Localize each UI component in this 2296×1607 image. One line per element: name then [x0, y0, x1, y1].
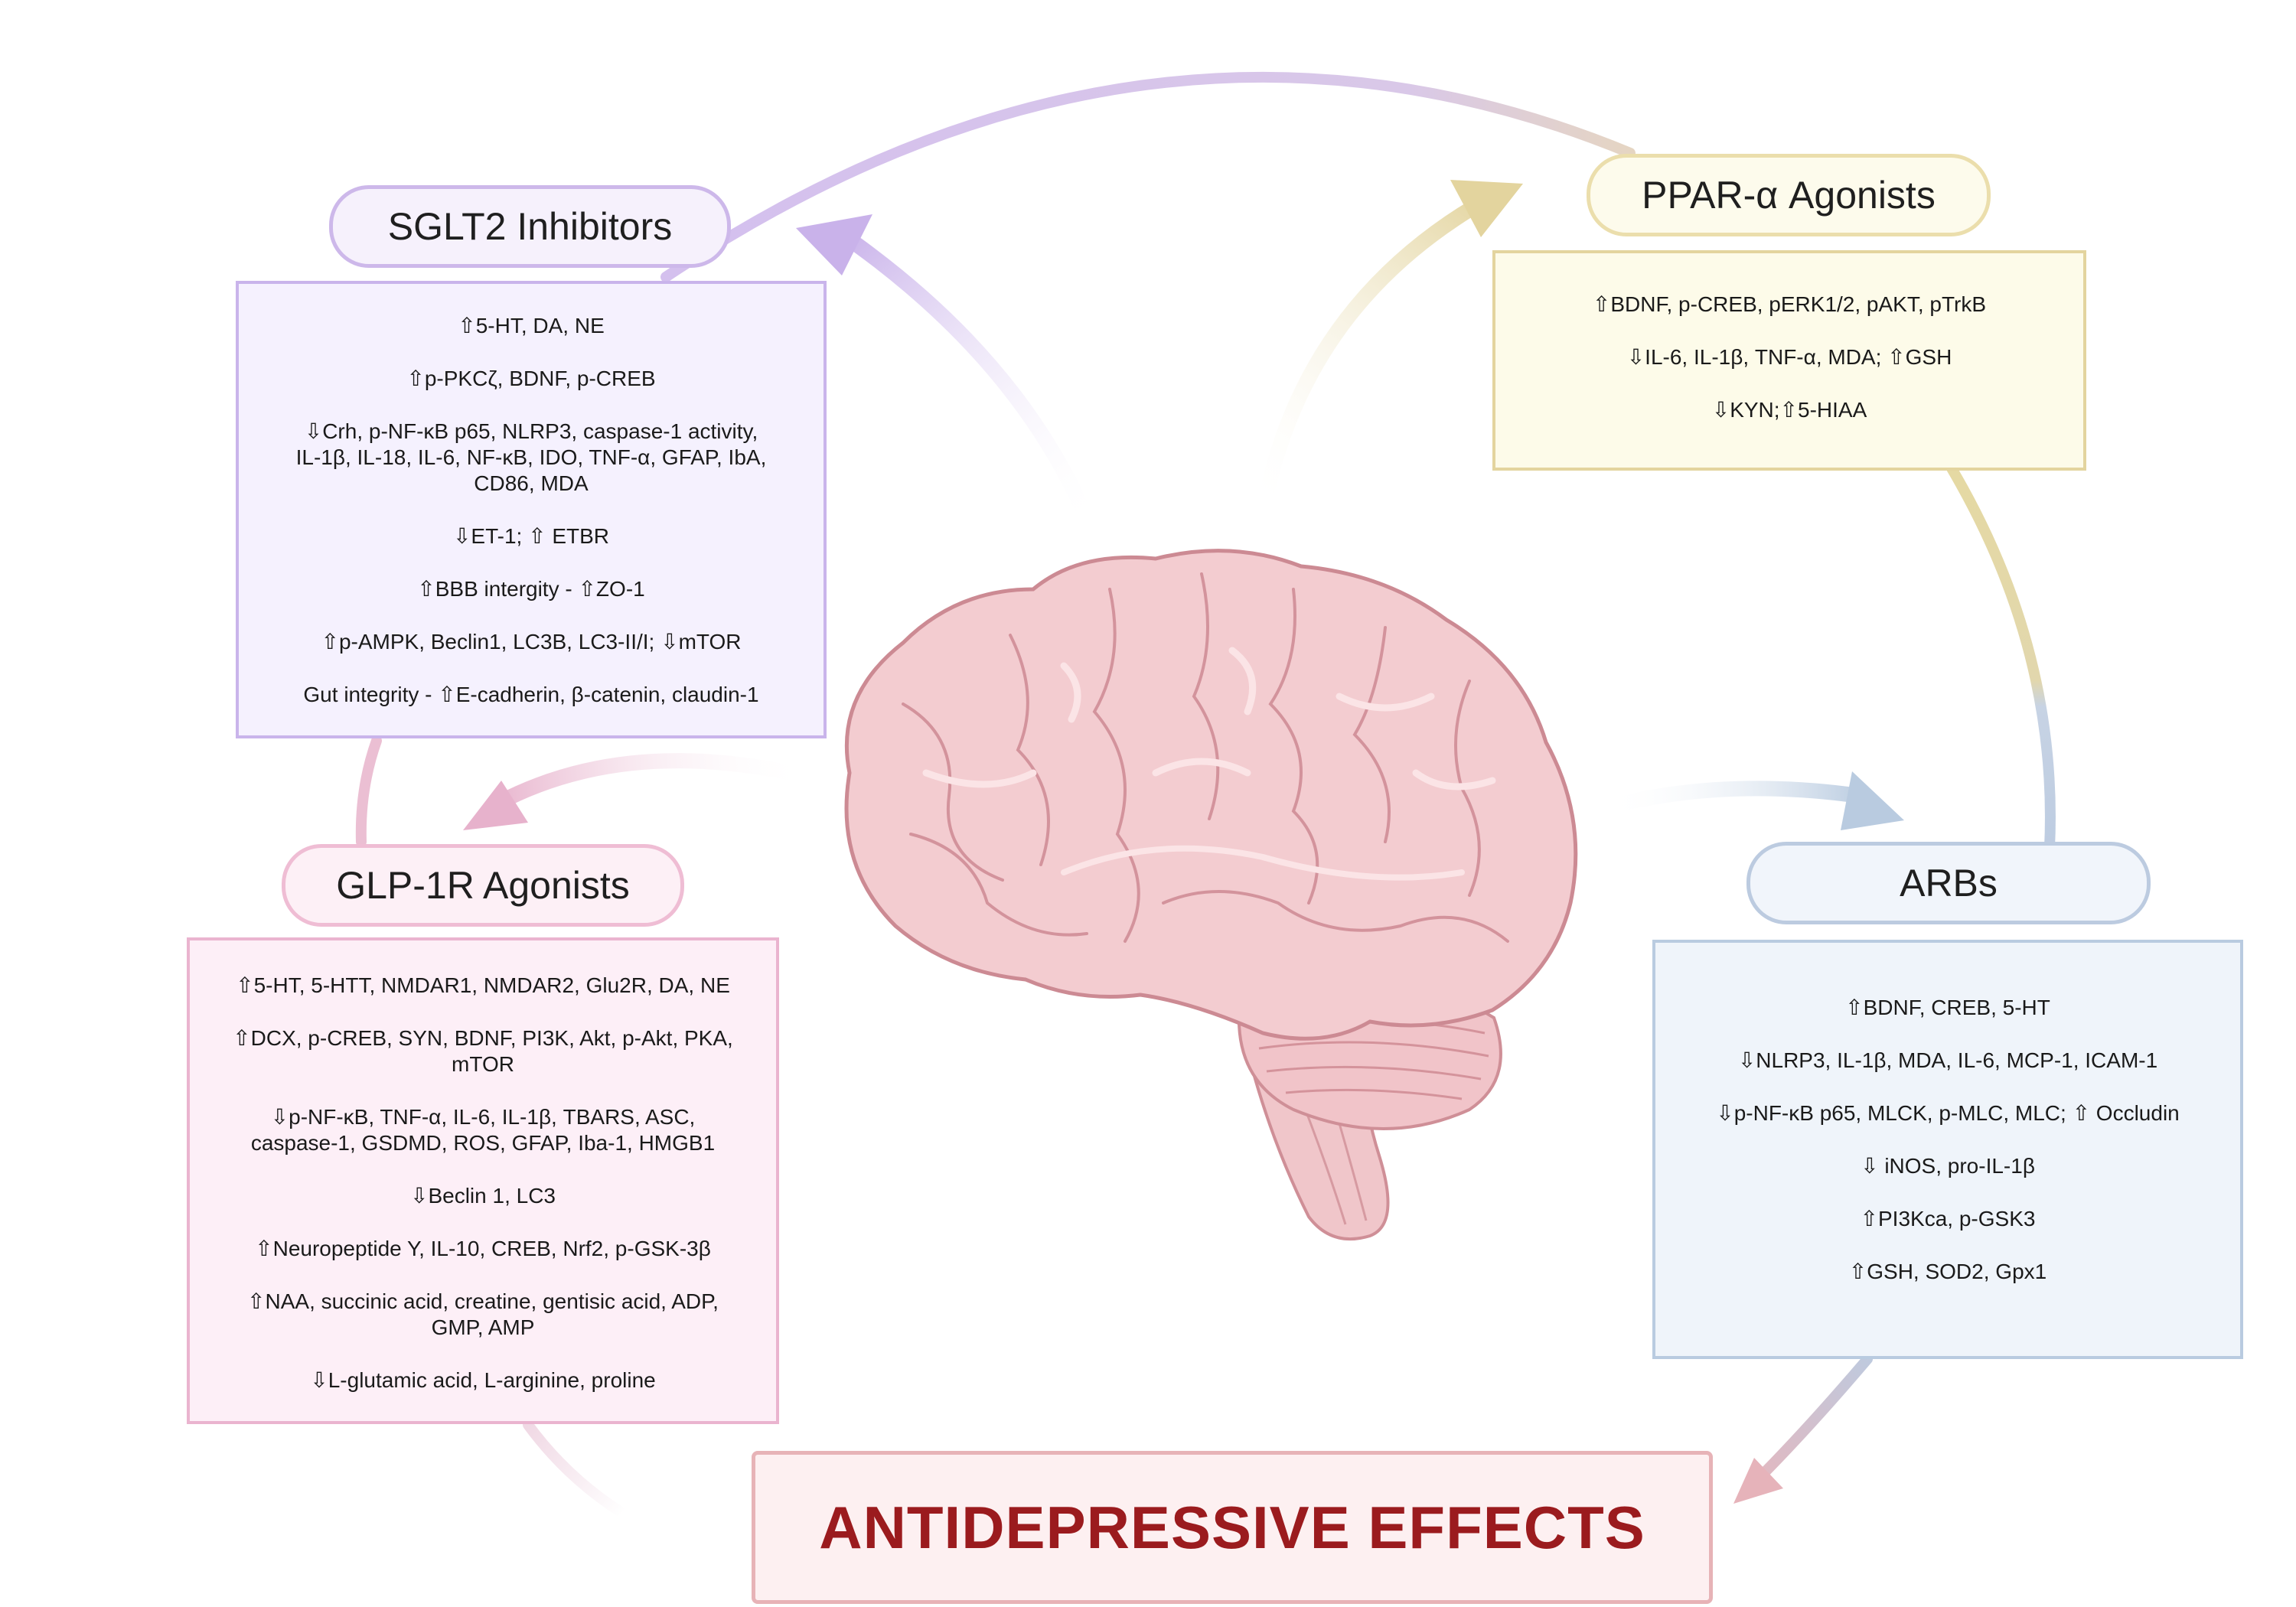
arrowhead-effect	[1733, 1458, 1783, 1504]
ppar-title: PPAR-α Agonists	[1587, 154, 1991, 236]
arbs-title: ARBs	[1746, 842, 2151, 924]
glp1-line: ⇩Beclin 1, LC3	[410, 1184, 556, 1208]
arrowhead-glp1	[463, 781, 528, 830]
brain-cerebrum	[844, 549, 1578, 1041]
ppar-line: ⇩KYN;⇧5-HIAA	[1711, 398, 1867, 422]
arbs-line: ⇧BDNF, CREB, 5-HT	[1845, 996, 2050, 1019]
cycle-arc-glp1-to-effect	[523, 1420, 625, 1517]
ppar-line: ⇩IL-6, IL-1β, TNF-α, MDA; ⇧GSH	[1626, 345, 1952, 369]
glp1-line: ⇧DCX, p-CREB, SYN, BDNF, PI3K, Akt, p-Ak…	[233, 1026, 733, 1076]
sglt2-line: Gut integrity - ⇧E-cadherin, β-catenin, …	[303, 683, 759, 706]
arbs-effects-box: ⇧BDNF, CREB, 5-HT ⇩NLRP3, IL-1β, MDA, IL…	[1652, 940, 2243, 1359]
sglt2-line: ⇩ET-1; ⇧ ETBR	[452, 524, 610, 548]
arrowhead-arbs	[1841, 771, 1904, 830]
sglt2-line: ⇧p-PKCζ, BDNF, p-CREB	[406, 367, 656, 390]
sglt2-line: ⇧5-HT, DA, NE	[458, 314, 605, 337]
arbs-line: ⇩p-NF-κB p65, MLCK, p-MLC, MLC; ⇧ Occlud…	[1716, 1101, 2180, 1125]
arrowhead-sglt2	[796, 214, 872, 275]
sglt2-line: ⇧BBB intergity - ⇧ZO-1	[417, 577, 645, 601]
cycle-arc-arbs-to-effect	[1747, 1354, 1873, 1490]
sglt2-line: ⇩Crh, p-NF-κB p65, NLRP3, caspase-1 acti…	[295, 419, 767, 495]
arrowhead-ppar	[1450, 180, 1523, 237]
ppar-line: ⇧BDNF, p-CREB, pERK1/2, pAKT, pTrkB	[1592, 292, 1987, 316]
arrow-brain-to-arbs	[1600, 781, 1867, 815]
arrow-brain-to-ppar	[1255, 193, 1492, 520]
glp1-effects-box: ⇧5-HT, 5-HTT, NMDAR1, NMDAR2, Glu2R, DA,…	[187, 937, 779, 1424]
arbs-line: ⇩NLRP3, IL-1β, MDA, IL-6, MCP-1, ICAM-1	[1737, 1048, 2158, 1072]
cycle-arc-ppar-to-arbs	[1946, 463, 2056, 853]
antidepressive-effects-title: ANTIDEPRESSIVE EFFECTS	[819, 1493, 1645, 1561]
cycle-arc-sglt2-to-ppar	[660, 71, 1636, 282]
glp1-line: ⇧5-HT, 5-HTT, NMDAR1, NMDAR2, Glu2R, DA,…	[236, 973, 730, 997]
arbs-line: ⇧PI3Kca, p-GSK3	[1860, 1207, 2036, 1231]
sglt2-effects-box: ⇧5-HT, DA, NE ⇧p-PKCζ, BDNF, p-CREB ⇩Crh…	[236, 281, 827, 738]
sglt2-line: ⇧p-AMPK, Beclin1, LC3B, LC3-II/I; ⇩mTOR	[321, 630, 742, 654]
brain-icon	[844, 549, 1578, 1241]
ppar-effects-box: ⇧BDNF, p-CREB, pERK1/2, pAKT, pTrkB ⇩IL-…	[1492, 250, 2086, 471]
glp1-line: ⇩L-glutamic acid, L-arginine, proline	[310, 1368, 656, 1392]
arrow-brain-to-sglt2	[850, 237, 1098, 536]
glp1-line: ⇩p-NF-κB, TNF-α, IL-6, IL-1β, TBARS, ASC…	[250, 1105, 716, 1155]
glp1-line: ⇧Neuropeptide Y, IL-10, CREB, Nrf2, p-GS…	[255, 1237, 711, 1260]
arbs-line: ⇩ iNOS, pro-IL-1β	[1861, 1154, 2035, 1178]
cycle-arc-glp1-to-sglt2	[355, 735, 382, 847]
glp1-line: ⇧NAA, succinic acid, creatine, gentisic …	[247, 1289, 719, 1339]
antidepressive-effects-box: ANTIDEPRESSIVE EFFECTS	[752, 1451, 1713, 1604]
glp1-title: GLP-1R Agonists	[282, 844, 684, 927]
arbs-line: ⇧GSH, SOD2, Gpx1	[1848, 1260, 2047, 1283]
sglt2-title: SGLT2 Inhibitors	[329, 185, 731, 268]
arrow-brain-to-glp1	[490, 753, 815, 811]
